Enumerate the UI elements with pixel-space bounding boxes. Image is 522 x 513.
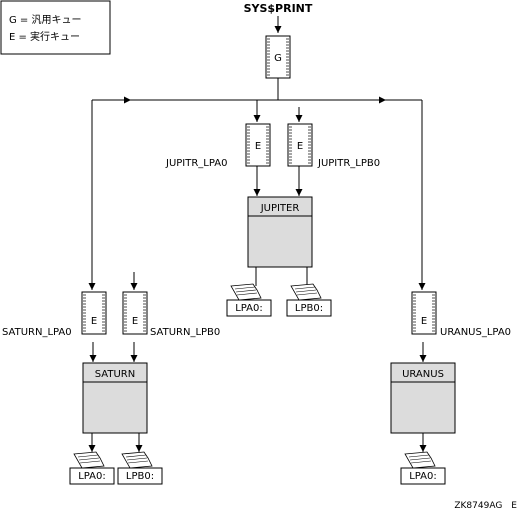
node-saturn: SATURN bbox=[82, 362, 148, 434]
printer-paper-line bbox=[234, 286, 256, 290]
source-label: SYS$PRINT bbox=[244, 2, 313, 15]
printer-paper-line bbox=[236, 292, 258, 296]
printer-label: LPA0: bbox=[409, 471, 437, 482]
printer-paper-icon bbox=[73, 451, 105, 469]
printer-icon bbox=[69, 467, 115, 485]
printer-jupiter-lpa0: LPA0: bbox=[226, 283, 272, 317]
printer-label: LPB0: bbox=[126, 471, 154, 482]
queue-label-area bbox=[293, 135, 307, 155]
queue-letter: E bbox=[421, 316, 427, 327]
queue-saturn-lpa0: E bbox=[81, 291, 107, 335]
queue-label-area bbox=[251, 135, 265, 155]
queue-letter: E bbox=[91, 316, 97, 327]
printer-icon bbox=[226, 299, 272, 317]
node-jupiter: JUPITER bbox=[247, 196, 313, 268]
printer-paper-line bbox=[410, 460, 432, 464]
queue-jupitr-lpb0: E bbox=[287, 123, 313, 167]
printer-paper-line bbox=[78, 457, 100, 461]
printer-label: LPA0: bbox=[235, 303, 263, 314]
node-label: JUPITER bbox=[260, 203, 300, 214]
printer-paper-icon bbox=[290, 283, 322, 301]
printer-paper-line bbox=[408, 454, 430, 458]
printer-icon bbox=[400, 467, 446, 485]
printer-paper-line bbox=[126, 457, 148, 461]
queue-label-area bbox=[128, 303, 142, 323]
printer-paper-icon bbox=[121, 451, 153, 469]
printer-paper-line bbox=[294, 286, 316, 290]
generic-queue: G bbox=[265, 35, 291, 79]
printer-paper-line bbox=[295, 289, 317, 293]
printer-paper-icon bbox=[404, 451, 436, 469]
printer-paper-line bbox=[235, 289, 257, 293]
printer-label: LPB0: bbox=[295, 303, 323, 314]
legend-box: G = 汎用キュー E = 実行キュー bbox=[0, 0, 111, 55]
printer-saturn-lpb0: LPB0: bbox=[117, 451, 163, 485]
node-uranus: URANUS bbox=[390, 362, 456, 434]
node-label: URANUS bbox=[402, 369, 444, 380]
queue-label-area bbox=[417, 303, 431, 323]
printer-paper-line bbox=[409, 457, 431, 461]
generic-queue-letter: G bbox=[274, 53, 282, 64]
node-label: SATURN bbox=[95, 369, 135, 380]
printer-paper-line bbox=[296, 292, 318, 296]
printer-icon bbox=[117, 467, 163, 485]
queue-label: JUPITR_LPB0 bbox=[317, 158, 380, 169]
legend-general-queue: G = 汎用キュー bbox=[9, 13, 82, 26]
legend-execution-queue: E = 実行キュー bbox=[9, 30, 80, 43]
printer-label: LPA0: bbox=[78, 471, 106, 482]
queue-uranus-lpa0: E bbox=[411, 291, 437, 335]
queue-letter: E bbox=[255, 141, 261, 152]
queue-label: JUPITR_LPA0 bbox=[165, 158, 227, 169]
printer-uranus-lpa0: LPA0: bbox=[400, 451, 446, 485]
printer-paper-line bbox=[127, 460, 149, 464]
queue-label-area bbox=[87, 303, 101, 323]
figure-id: ZK8749AG E bbox=[454, 501, 517, 511]
queue-label-area bbox=[271, 47, 285, 67]
printer-paper-icon bbox=[230, 283, 262, 301]
queue-letter: E bbox=[297, 141, 303, 152]
printer-saturn-lpa0: LPA0: bbox=[69, 451, 115, 485]
queue-label: URANUS_LPA0 bbox=[440, 327, 511, 338]
queue-saturn-lpb0: E bbox=[122, 291, 148, 335]
queue-label: SATURN_LPA0 bbox=[2, 327, 72, 338]
queue-jupitr-lpa0: E bbox=[245, 123, 271, 167]
printer-paper-line bbox=[125, 454, 147, 458]
printer-icon bbox=[286, 299, 332, 317]
printer-jupiter-lpb0: LPB0: bbox=[286, 283, 332, 317]
printer-paper-line bbox=[77, 454, 99, 458]
queue-letter: E bbox=[132, 316, 138, 327]
printer-paper-line bbox=[79, 460, 101, 464]
queue-label: SATURN_LPB0 bbox=[150, 327, 220, 338]
